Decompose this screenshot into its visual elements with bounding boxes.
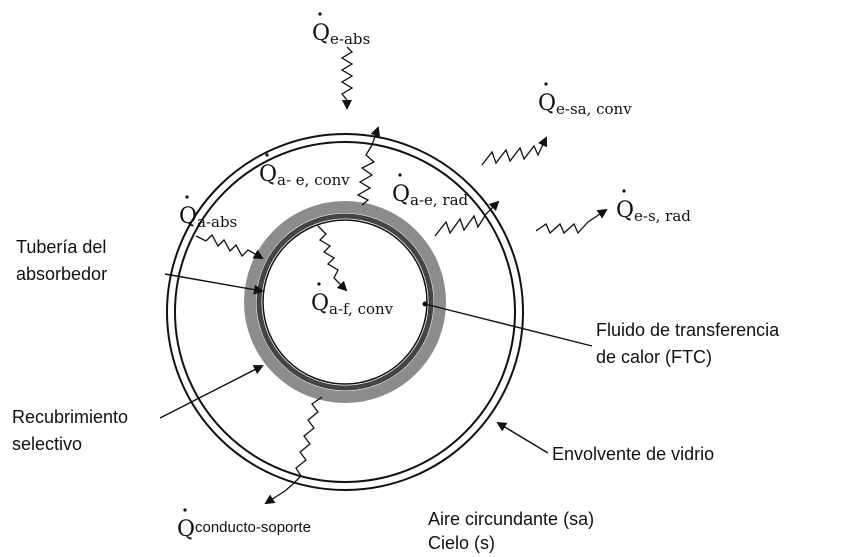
arrow-e-s-rad (535, 208, 608, 235)
label-q-a-f-conv: Q a-f, conv (311, 282, 394, 318)
label-q-e-abs: Q e-abs (312, 12, 370, 48)
label-q-a-e-conv: Q a- e, conv (259, 153, 350, 189)
label-q-e-s-rad: Q e-s, rad (616, 189, 691, 225)
label-q-a-e-rad: Q a-e, rad (392, 173, 469, 209)
label-q-a-abs: Q a-abs (179, 195, 237, 231)
glass-envelope-outer (166, 133, 524, 491)
label-recubrimiento-line2: selectivo (12, 434, 82, 454)
svg-text:Q: Q (392, 182, 410, 207)
arrow-a-e-rad (434, 200, 500, 237)
svg-text:e-sa, conv: e-sa, conv (556, 100, 632, 118)
arrow-a-f-conv (317, 225, 348, 292)
svg-text:e-abs: e-abs (330, 30, 370, 48)
svg-text:a-abs: a-abs (197, 213, 237, 231)
svg-text:a- e, conv: a- e, conv (277, 171, 350, 189)
pointer-tuberia (164, 273, 264, 295)
absorber-tube-wall (256, 213, 434, 391)
pointer-envolvente (496, 421, 549, 454)
label-tuberia-line2: absorbedor (16, 264, 107, 284)
absorber-coating (244, 201, 446, 403)
svg-text:Q: Q (538, 91, 556, 116)
label-recubrimiento-line1: Recubrimiento (12, 407, 128, 427)
label-fluido-line1: Fluido de transferencia (596, 320, 780, 340)
arrow-a-e-conv (356, 126, 381, 206)
label-cielo: Cielo (s) (428, 533, 495, 553)
svg-text:e-s, rad: e-s, rad (634, 207, 691, 225)
svg-text:a-f, conv: a-f, conv (329, 300, 394, 318)
pointer-fluido (424, 303, 593, 347)
label-tuberia-line1: Tubería del (16, 237, 106, 257)
svg-text:Q: Q (311, 291, 329, 316)
glass-envelope-inner (174, 141, 516, 483)
fluid-point (422, 301, 428, 307)
label-envolvente: Envolvente de vidrio (552, 444, 714, 464)
label-q-conducto-soporte: Q conducto-soporte (177, 508, 311, 542)
pointer-recubrimiento (159, 365, 264, 419)
svg-text:Q: Q (616, 198, 634, 223)
svg-text:Q: Q (312, 21, 330, 46)
absorber-inner-edge (262, 219, 428, 385)
svg-text:a-e, rad: a-e, rad (410, 191, 469, 209)
svg-text:Q: Q (177, 517, 195, 542)
arrow-e-sa-conv (481, 136, 548, 166)
svg-text:Q: Q (179, 204, 197, 229)
arrow-e-abs (340, 46, 354, 110)
label-q-e-sa-conv: Q e-sa, conv (538, 82, 632, 118)
svg-text:conducto-soporte: conducto-soporte (195, 519, 311, 536)
svg-text:Q: Q (259, 162, 277, 187)
label-fluido-line2: de calor (FTC) (596, 347, 712, 367)
arrow-a-abs (195, 233, 264, 259)
label-aire: Aire circundante (sa) (428, 509, 594, 529)
arrow-conducto-soporte (264, 396, 323, 505)
